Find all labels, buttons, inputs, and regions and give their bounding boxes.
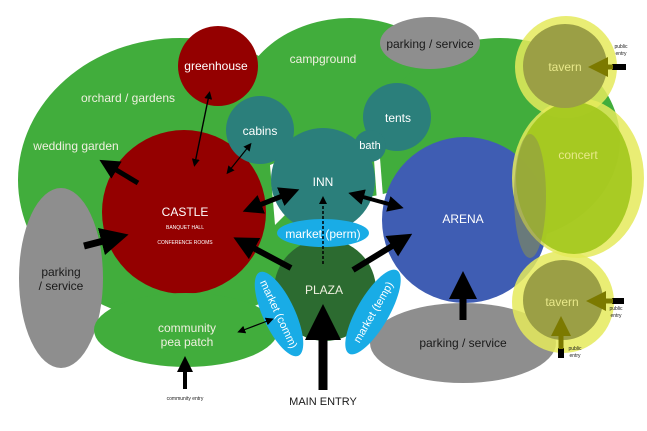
label-public-entry-right-2: entry — [610, 313, 622, 319]
label-tents: tents — [385, 111, 411, 125]
arrow-castle-inn — [242, 187, 300, 214]
label-campground: campground — [290, 52, 357, 66]
label-conference-rooms: CONFERENCE ROOMS — [157, 240, 213, 246]
arrow-inn-arena — [348, 189, 404, 212]
label-parking-bottom: parking / service — [419, 336, 507, 350]
arrow-castle-wedding — [99, 159, 140, 186]
arrow-plaza-castle — [233, 237, 293, 271]
label-parking-top: parking / service — [386, 37, 474, 51]
label-bath: bath — [359, 140, 380, 152]
market-temp — [345, 269, 401, 355]
arrow-plaza-arena — [351, 233, 413, 273]
label-public-entry-top-1: public — [614, 44, 628, 50]
label-tavern-top: tavern — [548, 60, 581, 74]
arrow-cabins-castle — [226, 142, 252, 175]
label-wedding-garden: wedding garden — [32, 139, 118, 153]
pea-patch-zone — [94, 293, 278, 367]
tavern-top-entry-bar — [612, 64, 626, 70]
label-public-entry-top-2: entry — [615, 51, 627, 57]
castle-zone — [102, 130, 266, 294]
label-arena: ARENA — [442, 212, 483, 226]
label-parking-left-1: parking — [41, 265, 80, 279]
label-greenhouse: greenhouse — [184, 59, 248, 73]
tavern-bottom-entry-bar-bottom — [558, 348, 564, 358]
label-public-entry-bottom-1: public — [568, 346, 582, 352]
plaza-zone — [274, 239, 376, 341]
parking-top-zone — [380, 17, 480, 69]
label-parking-left-2: / service — [39, 279, 84, 293]
parking-bottom-zone — [370, 303, 556, 383]
arena-zone — [382, 137, 548, 303]
label-cabins: cabins — [243, 124, 278, 138]
label-castle: CASTLE — [162, 205, 209, 219]
label-market-perm: market (perm) — [285, 227, 360, 241]
tavern-bottom-entry-bar-right — [612, 298, 624, 304]
market-comm — [254, 271, 304, 357]
label-community-entry: community entry — [167, 396, 204, 402]
label-tavern-bottom: tavern — [545, 295, 578, 309]
label-main-entry: MAIN ENTRY — [289, 396, 357, 408]
tavern-top-zone — [523, 24, 607, 108]
greenhouse-zone — [178, 26, 258, 106]
label-banquet-hall: BANQUET HALL — [166, 225, 204, 231]
label-inn: INN — [313, 175, 334, 189]
label-public-entry-bottom-2: entry — [569, 353, 581, 359]
arrow-greenhouse-castle — [191, 91, 213, 167]
label-pea-patch-1: community — [158, 321, 216, 335]
arrow-peapatch-market — [237, 317, 274, 334]
parking-left-zone — [19, 188, 103, 368]
arrow-parking-castle — [83, 227, 129, 256]
label-pea-patch-2: pea patch — [161, 335, 214, 349]
tavern-bottom-zone — [523, 260, 603, 340]
label-plaza: PLAZA — [305, 283, 343, 297]
label-public-entry-right-1: public — [609, 306, 623, 312]
label-concert: concert — [558, 148, 598, 162]
label-orchard: orchard / gardens — [81, 91, 175, 105]
arena-concert-overlap — [514, 134, 546, 258]
